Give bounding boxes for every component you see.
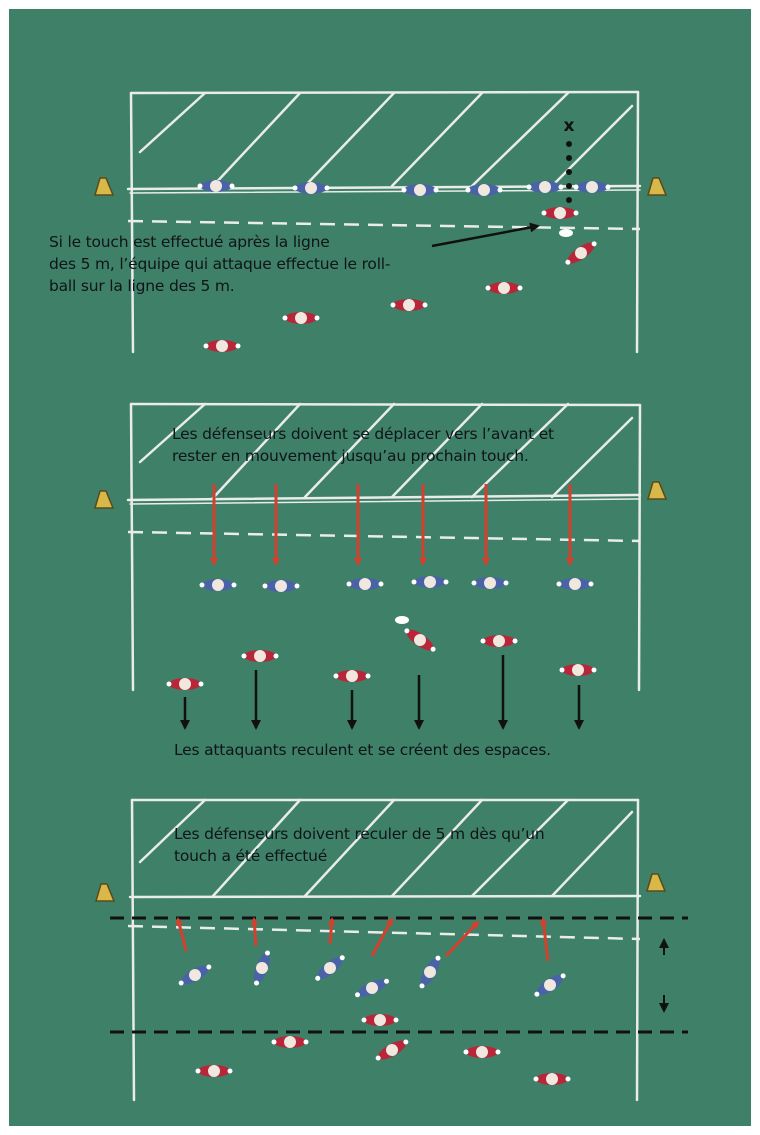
ball [559, 229, 573, 237]
retreat-arrow [254, 919, 256, 946]
panel-2-caption: Les défenseurs doivent se déplacer vers … [172, 423, 662, 467]
panel-1-caption: Si le touch est effectué après la ligne … [49, 231, 469, 297]
retreat-arrow [330, 919, 332, 944]
ball [395, 616, 409, 624]
panel-3-caption: Les défenseurs doivent reculer de 5 m dè… [174, 823, 634, 867]
panel-2-bottom-caption: Les attaquants reculent et se créent des… [174, 739, 644, 761]
marker-x-label: x [564, 116, 575, 136]
